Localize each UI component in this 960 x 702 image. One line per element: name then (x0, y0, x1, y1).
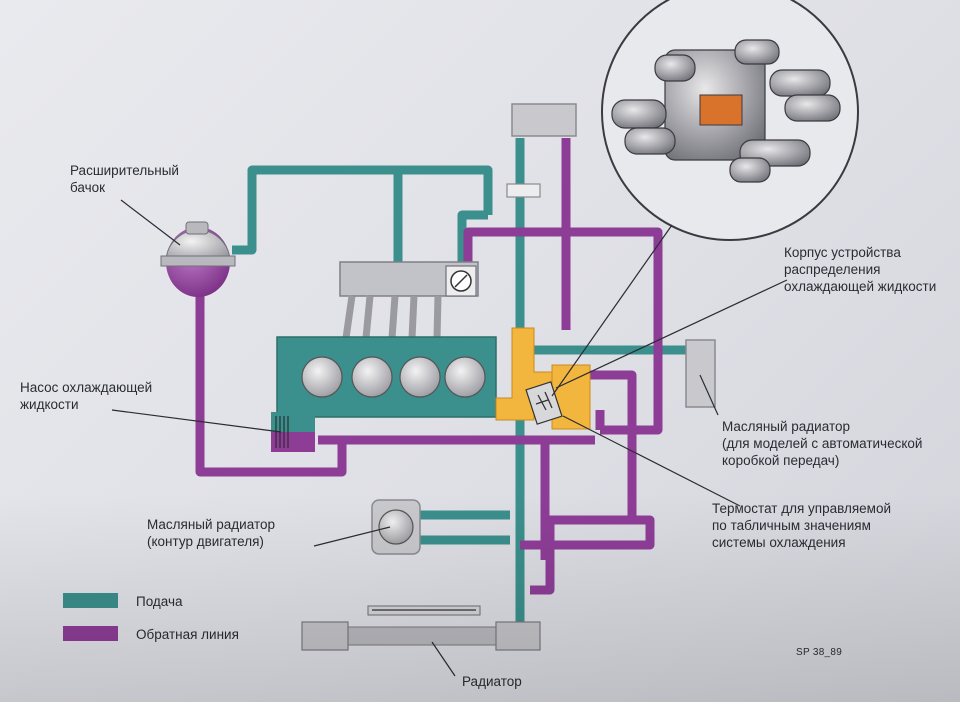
expansion-tank (160, 221, 236, 297)
legend-label-return: Обратная линия (136, 627, 239, 642)
radiator-unit (301, 605, 541, 651)
label-coolant-pump: Насос охлаждающей жидкости (20, 380, 153, 412)
return-lines (195, 138, 663, 595)
figure-code: SP 38_89 (796, 647, 843, 658)
return-line-right-loop (530, 370, 637, 595)
return-line-upper-loop (463, 227, 663, 435)
label-thermostat: Термостат для управляемой по табличным з… (712, 501, 892, 550)
small-valve (506, 183, 541, 198)
oil-cooler-auto (685, 339, 716, 408)
supply-line-oil-cooler-engine (420, 510, 510, 545)
legend-label-supply: Подача (136, 594, 183, 609)
supply-line-housing-left (457, 210, 488, 262)
legend-swatch-supply (63, 593, 118, 608)
label-oil-cooler-engine: Масляный радиатор (контур двигателя) (147, 517, 275, 549)
thermostat-unit (525, 381, 563, 425)
engine-block (276, 336, 497, 418)
return-line-lower (540, 410, 605, 560)
label-expansion-tank: Расширительный бачок (70, 163, 179, 195)
oil-cooler-engine (371, 499, 421, 555)
coolant-pump (271, 412, 315, 452)
label-radiator: Радиатор (462, 674, 522, 689)
leader-lines (111, 199, 788, 677)
legend-swatch-return (63, 626, 118, 641)
heater-valve-top (511, 103, 577, 137)
label-oil-cooler-auto: Масляный радиатор (для моделей с автомат… (722, 419, 923, 468)
housing-zoom-callout (601, 0, 859, 241)
supply-line-tank (232, 165, 493, 255)
cylinder-head (339, 261, 479, 339)
label-distribution-housing: Корпус устройства распределения охлаждаю… (784, 245, 937, 294)
return-line-right-down (520, 515, 655, 550)
